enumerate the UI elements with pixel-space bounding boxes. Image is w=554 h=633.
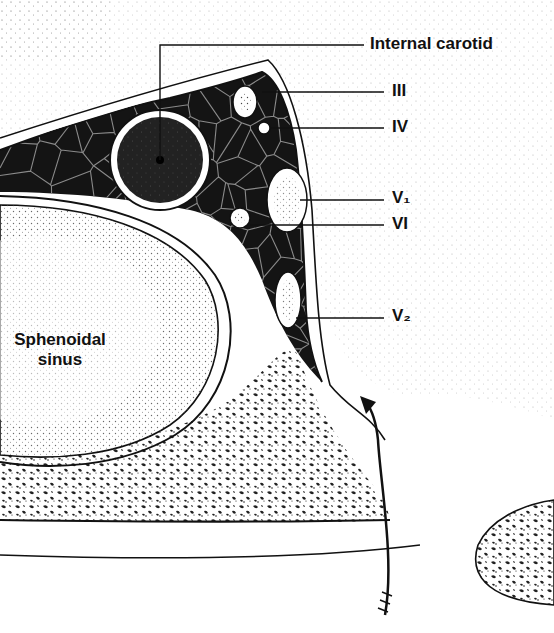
nerve-label: VI xyxy=(392,214,408,234)
nerve-label: III xyxy=(392,81,406,101)
leader-lines xyxy=(160,45,384,318)
nerve-label: V₁ xyxy=(392,188,410,208)
nerve-label: V₂ xyxy=(392,306,411,326)
sinus-label: Sphenoidal sinus xyxy=(8,330,112,369)
nerve-label: IV xyxy=(392,117,408,137)
vessel-label: Internal carotid xyxy=(370,34,493,54)
